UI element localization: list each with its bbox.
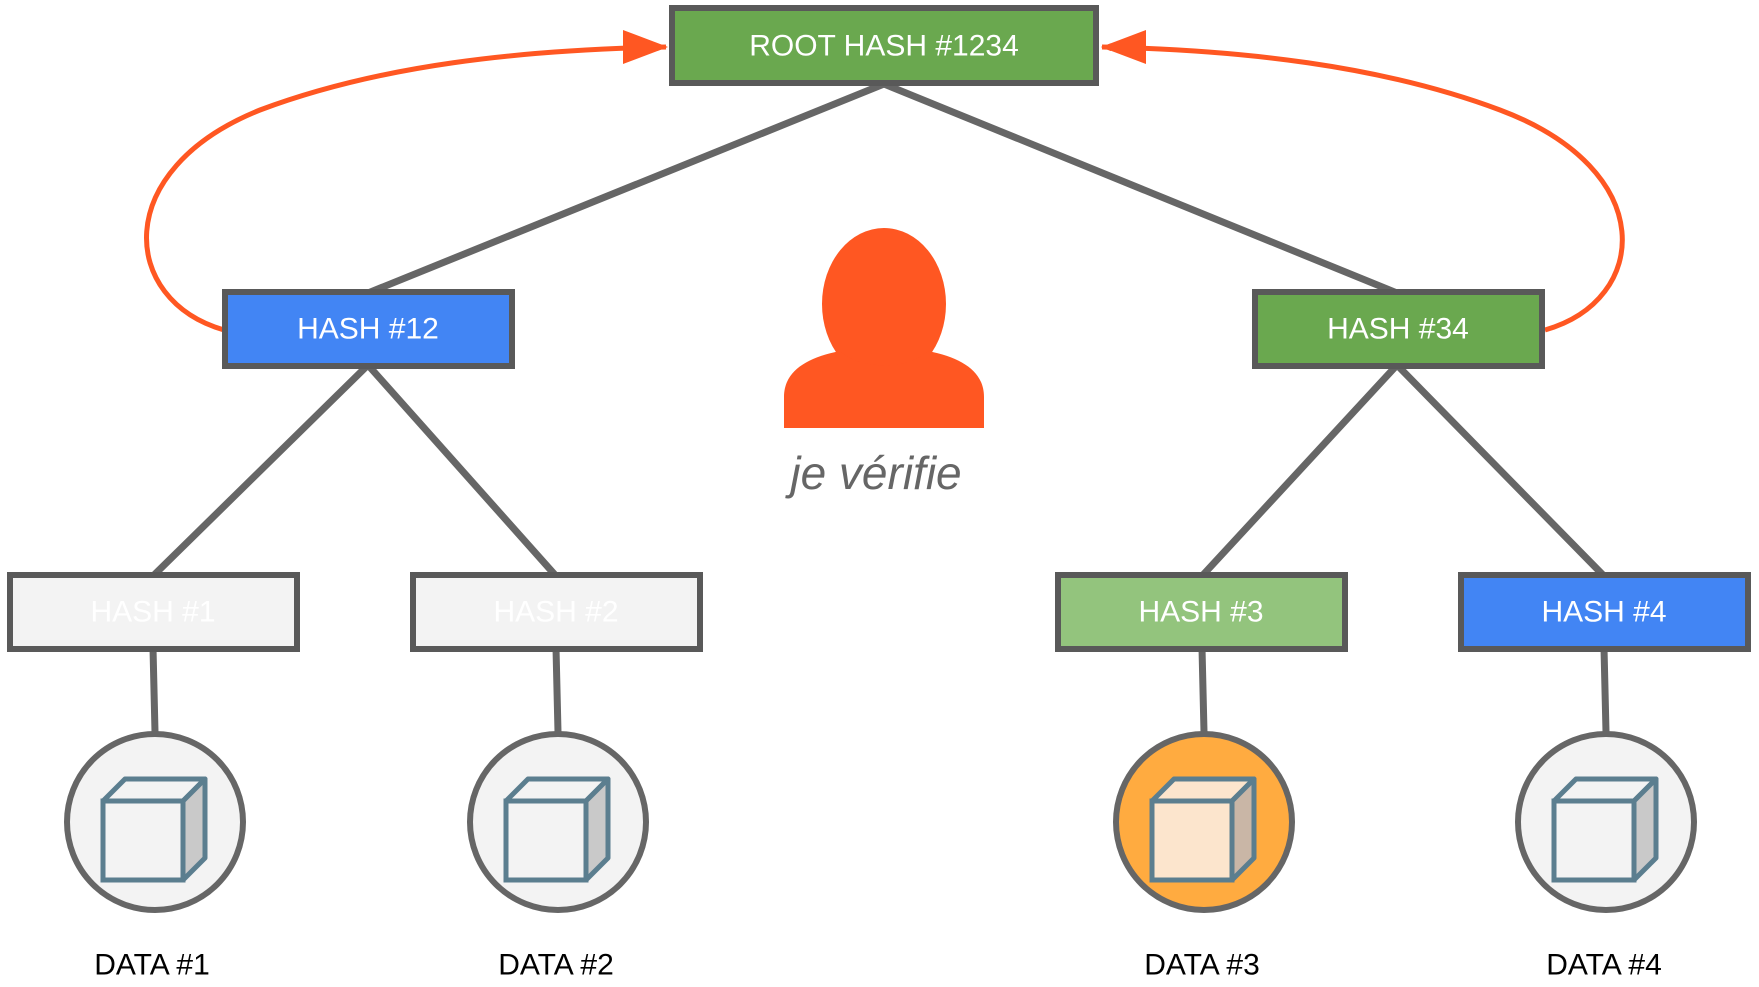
edge-h12-h2 <box>364 361 560 580</box>
node-hash-34: HASH #34 <box>1252 289 1545 369</box>
data-leaf-4: DATA #4 <box>1515 731 1697 982</box>
edge-h12-h1 <box>149 361 372 580</box>
node-root-hash: ROOT HASH #1234 <box>669 5 1099 86</box>
verifier: je vérifie <box>784 228 984 499</box>
edge-h4-data4 <box>1600 644 1610 736</box>
node-hash-34-box <box>1252 289 1545 369</box>
user-icon <box>784 228 984 428</box>
arrow-h12-to-root <box>144 43 667 333</box>
node-hash-12-box <box>222 289 515 369</box>
node-hash-4: HASH #4 <box>1458 572 1751 652</box>
node-root-hash-label: ROOT HASH #1234 <box>749 30 1019 63</box>
node-hash-2-label: HASH #2 <box>493 596 618 629</box>
cube-front <box>503 798 589 883</box>
arrowhead-left <box>623 30 668 64</box>
tree-edges <box>149 80 1610 736</box>
node-hash-3-box <box>1055 572 1348 652</box>
edge-h1-data1 <box>149 644 159 736</box>
node-hash-12: HASH #12 <box>222 289 515 369</box>
node-hash-4-label: HASH #4 <box>1541 596 1666 629</box>
node-hash-3-label: HASH #3 <box>1138 596 1263 629</box>
node-hash-34-label: HASH #34 <box>1327 313 1469 346</box>
node-hash-12-label: HASH #12 <box>297 313 439 346</box>
node-hash-1-box <box>7 572 300 652</box>
data-leaf-1: DATA #1 <box>64 731 246 982</box>
node-hash-4-box <box>1458 572 1751 652</box>
node-hash-1-label: HASH #1 <box>90 596 215 629</box>
node-hash-2-box <box>410 572 703 652</box>
cube-front <box>1149 798 1235 883</box>
arrow-h34-to-root <box>1101 43 1625 333</box>
data-leaf-2: DATA #2 <box>467 731 649 982</box>
edge-root-h12 <box>364 80 888 297</box>
edge-h34-h4 <box>1393 361 1608 580</box>
edge-h3-data3 <box>1198 644 1208 736</box>
node-hash-2: HASH #2 <box>410 572 703 652</box>
data-block-icon <box>503 776 611 883</box>
node-hash-3: HASH #3 <box>1055 572 1348 652</box>
user-icon-body <box>784 351 984 428</box>
data-block-icon <box>100 776 208 883</box>
edge-root-h34 <box>880 80 1401 297</box>
data-block-icon <box>1551 776 1659 883</box>
data-leaf-3: DATA #3 <box>1113 731 1295 982</box>
data-2-label: DATA #2 <box>498 949 614 982</box>
cube-front <box>1551 798 1637 883</box>
data-3-label: DATA #3 <box>1144 949 1260 982</box>
cube-front <box>100 798 186 883</box>
data-4-label: DATA #4 <box>1546 949 1662 982</box>
verification-arrows <box>144 43 1625 333</box>
edge-h34-h3 <box>1198 361 1401 580</box>
arrowhead-right <box>1101 30 1146 64</box>
node-root-hash-box <box>669 5 1099 86</box>
user-icon-head <box>822 228 946 380</box>
verifier-caption: je vérifie <box>784 447 961 499</box>
edge-h2-data2 <box>552 644 562 736</box>
data-block-icon <box>1149 776 1257 883</box>
node-hash-1: HASH #1 <box>7 572 300 652</box>
data-1-label: DATA #1 <box>94 949 210 982</box>
